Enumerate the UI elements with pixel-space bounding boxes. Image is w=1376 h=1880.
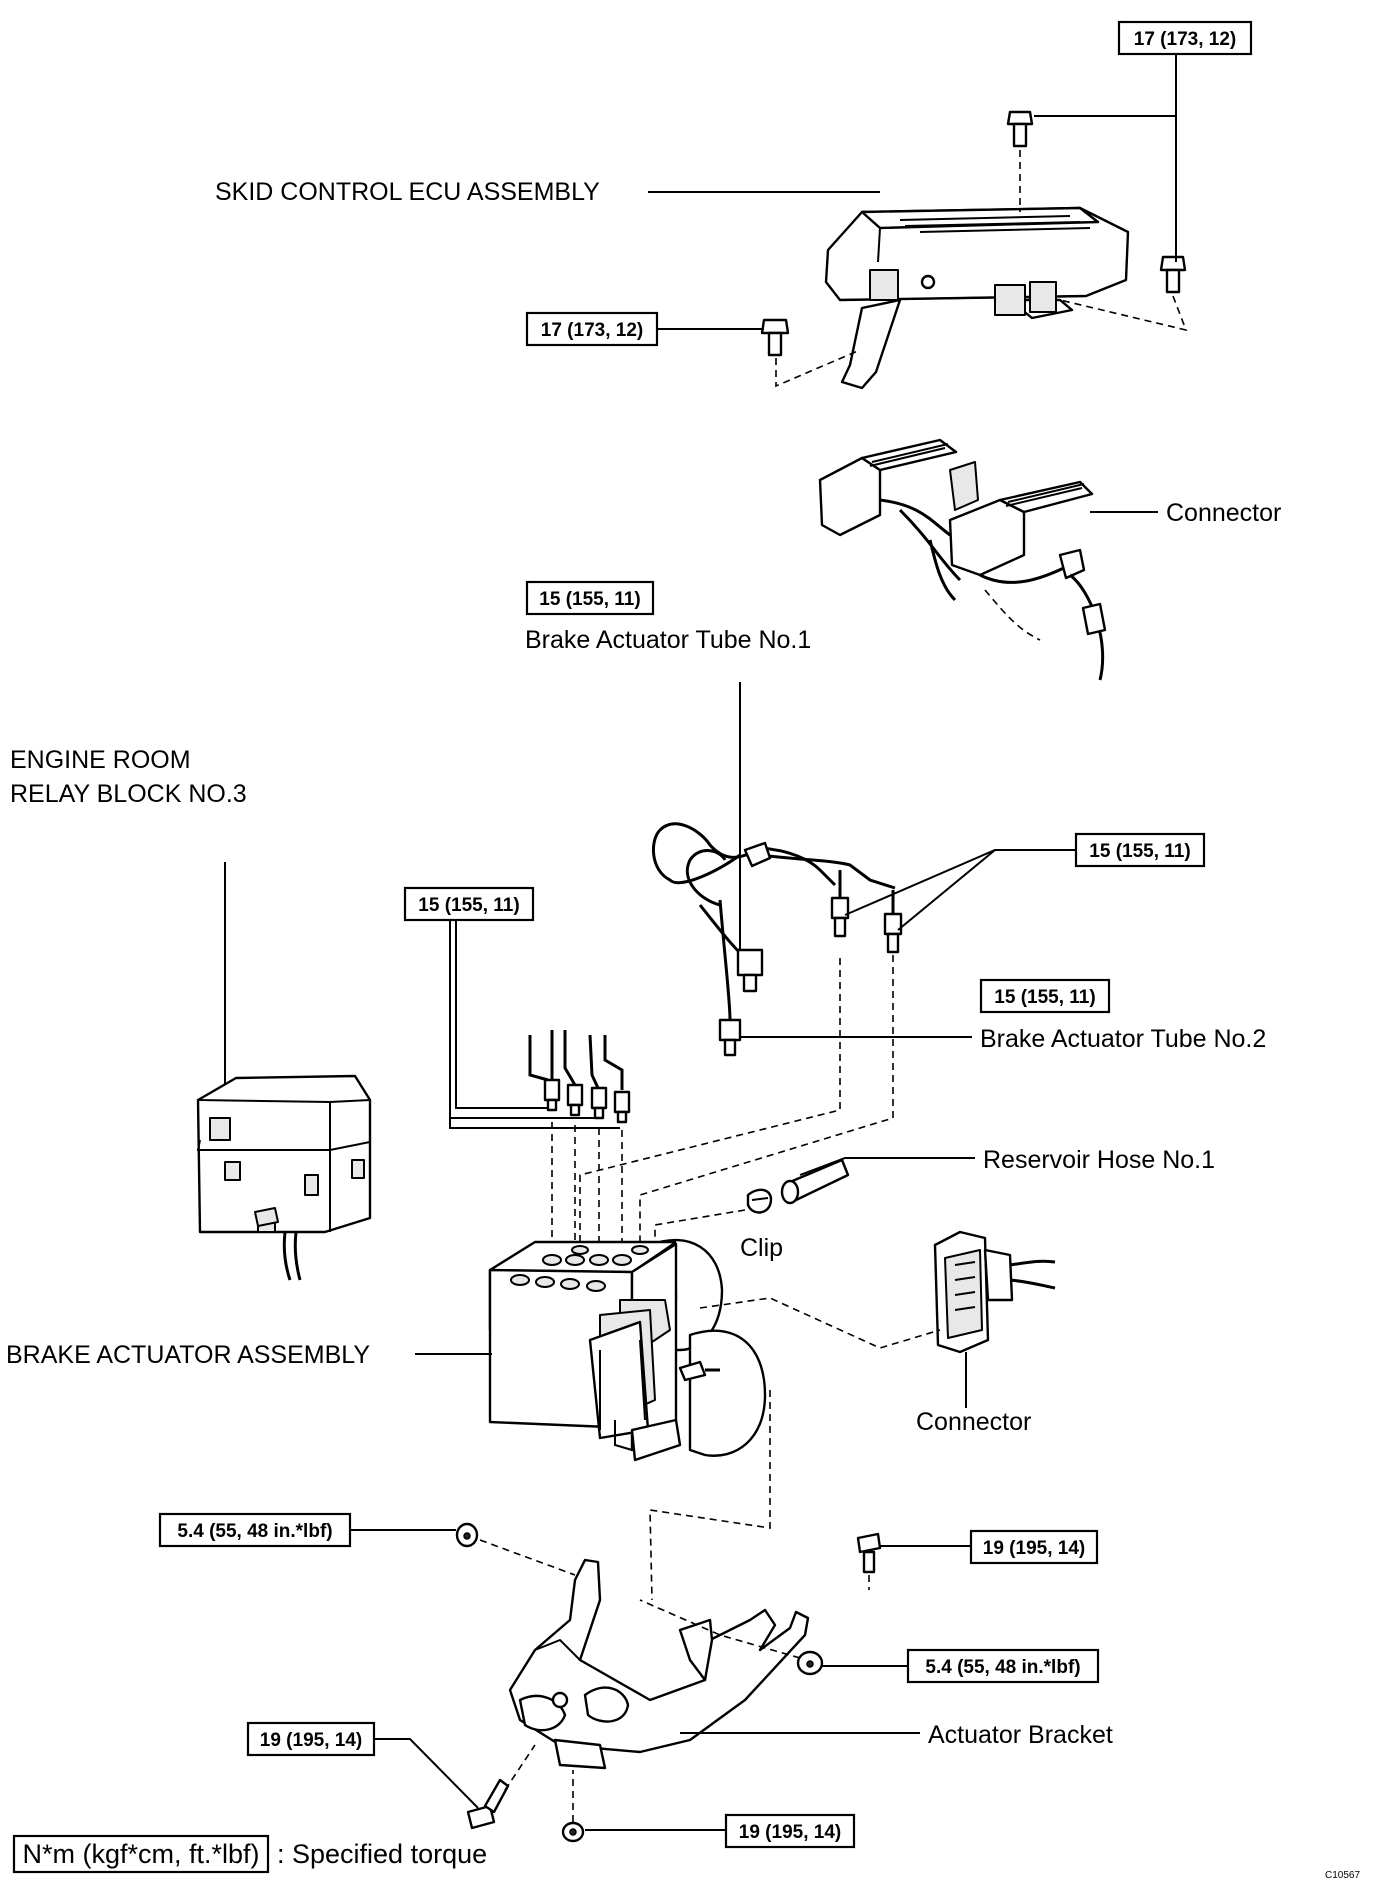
label-relay-block-line1: ENGINE ROOM: [10, 746, 191, 774]
label-actuator-bracket: Actuator Bracket: [928, 1721, 1113, 1749]
label-connector-bottom: Connector: [916, 1408, 1031, 1436]
reservoir-hose: [780, 1158, 850, 1205]
image-code: C10567: [1325, 1870, 1360, 1880]
torque-actuator-unions: 15 (155, 11): [418, 895, 519, 916]
torque-ecu-right: 17 (173, 12): [1134, 29, 1236, 50]
torque-box-ecu-right: [1117, 20, 1253, 56]
skid-control-ecu: [824, 206, 1130, 390]
torque-box-tube2: [979, 978, 1111, 1014]
torque-tube2: 15 (155, 11): [994, 987, 1095, 1008]
legend-box: [12, 1834, 270, 1874]
label-relay-block-line2: RELAY BLOCK NO.3: [10, 780, 247, 808]
bracket-nut-right: [796, 1650, 824, 1676]
brake-actuator-tube-1: [651, 822, 903, 1057]
torque-box-actuator-unions: [403, 886, 535, 922]
ecu-bolt-left: [760, 318, 790, 357]
torque-tube1-unions: 15 (155, 11): [1089, 841, 1190, 862]
actuator-bracket: [508, 1558, 810, 1770]
torque-bracket-bolt-right: 19 (195, 14): [983, 1538, 1085, 1559]
torque-box-tube1: [525, 580, 655, 616]
torque-bracket-nut-right: 5.4 (55, 48 in.*lbf): [925, 1657, 1080, 1678]
label-tube2: Brake Actuator Tube No.2: [980, 1025, 1266, 1053]
torque-bracket-bolt-left: 19 (195, 14): [260, 1730, 362, 1751]
engine-room-relay-block: [196, 1074, 372, 1281]
bracket-nut-left: [455, 1522, 479, 1548]
legend-unit: N*m (kgf*cm, ft.*lbf): [22, 1839, 259, 1869]
clip: [746, 1188, 773, 1214]
label-reservoir-hose: Reservoir Hose No.1: [983, 1146, 1215, 1174]
torque-box-bracket-bolt-right: [969, 1529, 1099, 1565]
torque-box-ecu-left: [525, 311, 659, 347]
torque-bracket-nut-left: 5.4 (55, 48 in.*lbf): [177, 1521, 332, 1542]
torque-bracket-bolt-bottom: 19 (195, 14): [739, 1822, 841, 1843]
ecu-connector-harness: [818, 438, 1107, 681]
torque-box-bracket-bolt-left: [246, 1721, 376, 1757]
legend-text: : Specified torque: [277, 1839, 487, 1869]
ecu-bolt-right: [1159, 255, 1187, 294]
label-brake-actuator: BRAKE ACTUATOR ASSEMBLY: [6, 1341, 370, 1369]
actuator-connector: [933, 1230, 1056, 1354]
torque-box-bracket-nut-left: [158, 1512, 352, 1548]
label-tube1: Brake Actuator Tube No.1: [525, 626, 811, 654]
actuator-pipe-unions: [528, 1030, 631, 1124]
torque-tube1: 15 (155, 11): [539, 589, 640, 610]
torque-box-bracket-bolt-bottom: [724, 1813, 856, 1849]
bracket-bolt-right: [856, 1532, 882, 1574]
torque-box-tube1-unions: [1074, 832, 1206, 868]
bracket-nut-bottom: [561, 1821, 585, 1843]
brake-actuator-assembly: [488, 1238, 767, 1462]
torque-ecu-left: 17 (173, 12): [541, 320, 643, 341]
label-skid-control-ecu: SKID CONTROL ECU ASSEMBLY: [215, 178, 600, 206]
ecu-bolt-top: [1006, 110, 1034, 148]
label-clip: Clip: [740, 1234, 783, 1262]
torque-box-bracket-nut-right: [906, 1648, 1100, 1684]
label-connector-top: Connector: [1166, 499, 1281, 527]
